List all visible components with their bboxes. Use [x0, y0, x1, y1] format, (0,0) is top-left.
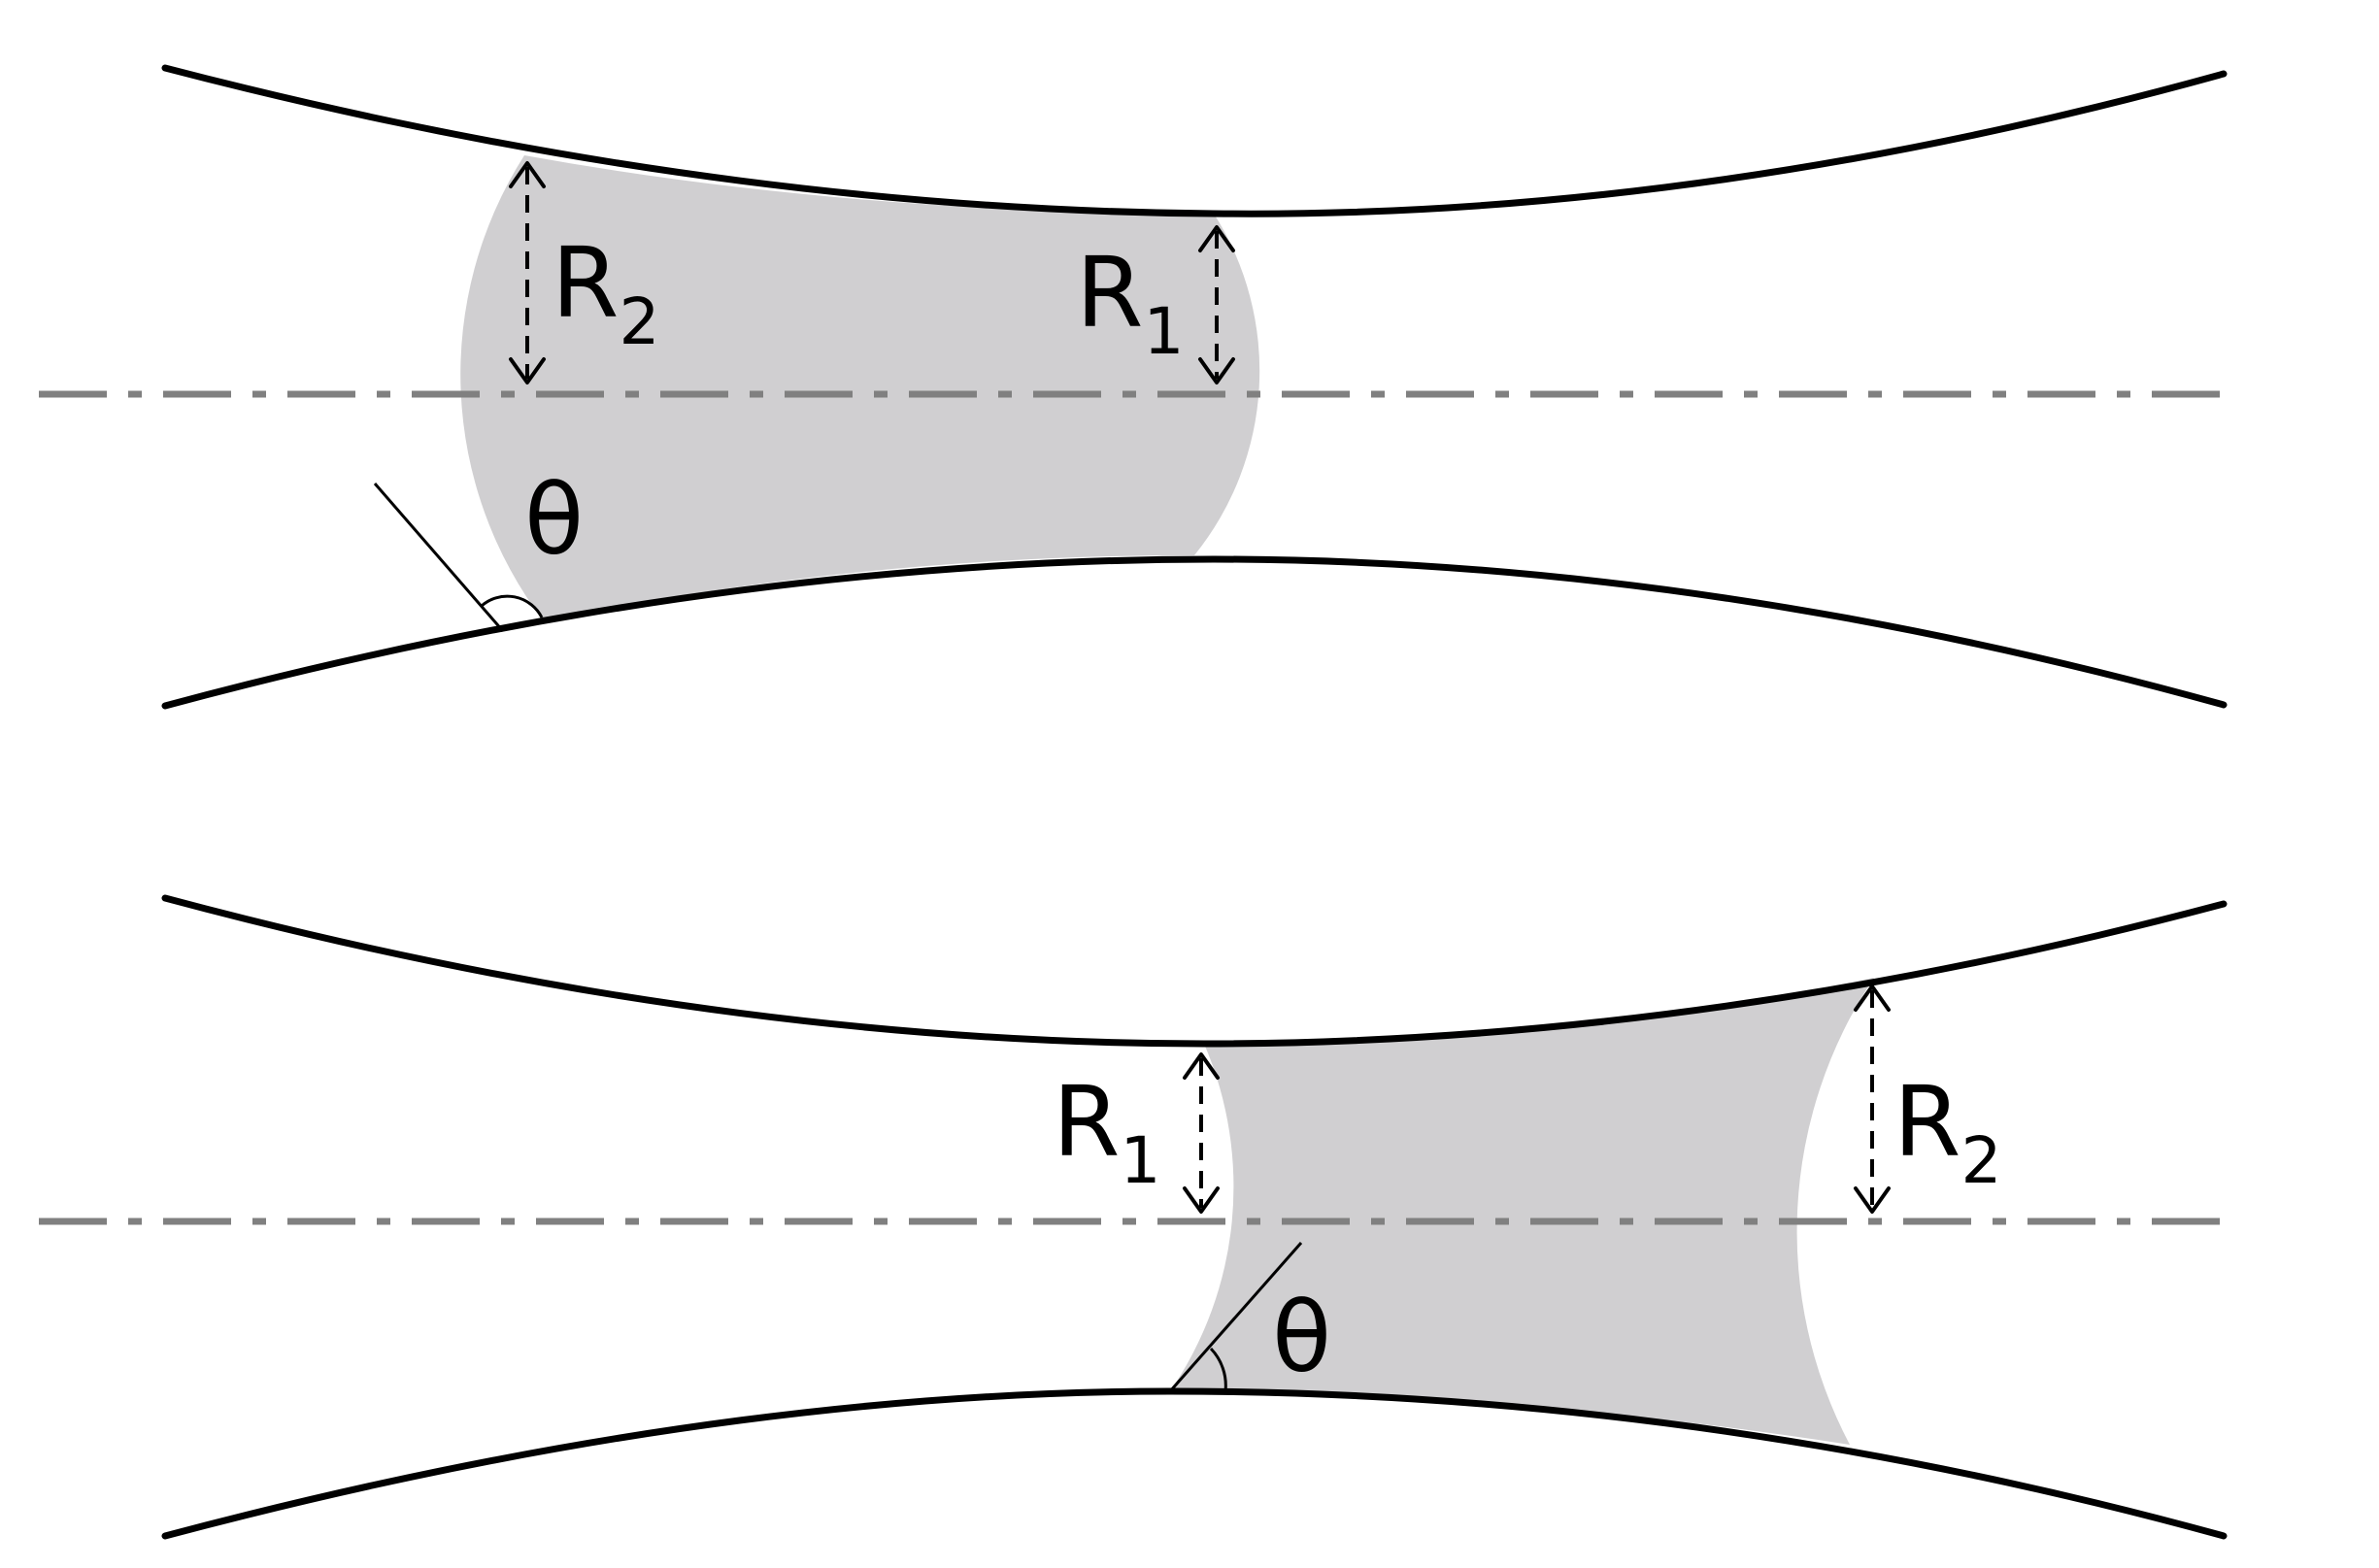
panel-top: R2 R1 θ — [39, 64, 2228, 710]
dimension-arrow-r1 — [1198, 225, 1235, 384]
contact-angle-arc — [481, 594, 544, 618]
contact-angle-label: θ — [1272, 1281, 1331, 1394]
contact-angle-arc — [1209, 1347, 1227, 1392]
contact-angle-tangent — [1168, 1242, 1303, 1392]
dimension-arrow-r1 — [1183, 1052, 1220, 1214]
radius-label-r2: R2 — [1893, 1065, 2001, 1198]
dimension-arrow-r2 — [509, 161, 546, 384]
contact-angle-tangent — [373, 483, 505, 632]
radius-label-r1: R1 — [1076, 236, 1184, 369]
liquid-slug — [1170, 978, 1874, 1445]
channel-upper-wall — [161, 64, 2228, 217]
channel-lower-wall — [161, 1387, 2228, 1540]
channel-upper-wall — [161, 894, 2228, 1048]
dimension-arrow-r2 — [1854, 984, 1891, 1214]
channel-lower-wall — [161, 555, 2228, 710]
liquid-droplet — [460, 155, 1260, 621]
radius-label-r2: R2 — [552, 226, 659, 359]
contact-angle-label: θ — [524, 463, 584, 577]
panel-bottom: R1 R2 θ — [39, 894, 2228, 1540]
radius-label-r1: R1 — [1053, 1065, 1160, 1198]
